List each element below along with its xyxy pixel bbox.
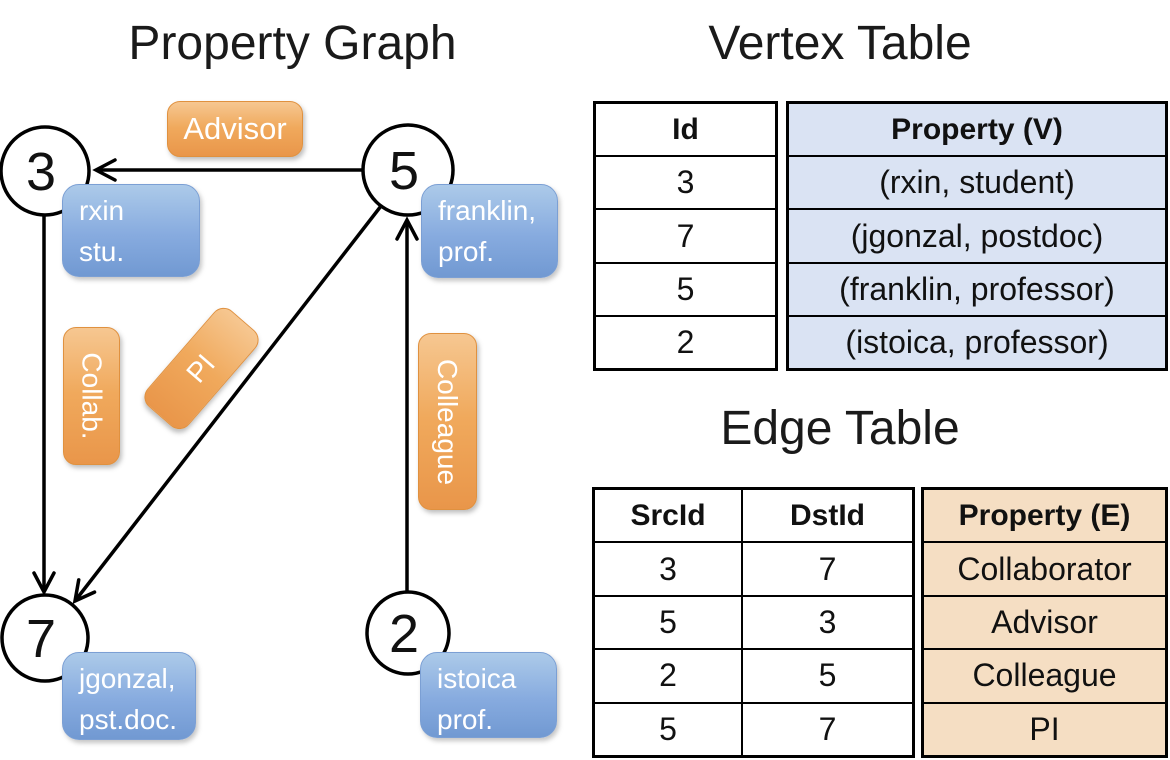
- vertex-property-franklin-line2: prof.: [438, 235, 495, 267]
- table-cell: PI: [924, 701, 1165, 755]
- table-cell: 3: [659, 550, 677, 587]
- table-cell: 3: [596, 155, 775, 208]
- vertex-node-7-label: 7: [26, 609, 56, 669]
- table-cell: 2: [596, 314, 775, 368]
- edge-table-dst-header: DstId: [741, 490, 912, 542]
- table-cell: 2: [659, 657, 677, 694]
- table-cell: 7: [596, 208, 775, 261]
- vertex-property-rxin-line2: stu.: [79, 235, 125, 267]
- edge-table-id-columns: SrcId DstId 3 7 5 3 2 5 5 7: [592, 487, 915, 758]
- edge-table-property-column: Property (E) Collaborator Advisor Collea…: [921, 487, 1168, 758]
- edge-label-collab-text: Collab.: [76, 352, 108, 440]
- vertex-property-jgonzal-line2: pst.doc.: [79, 703, 178, 735]
- vertex-node-5-label: 5: [389, 141, 419, 201]
- table-cell: 3: [741, 596, 912, 649]
- edge-label-collab: Collab.: [63, 327, 120, 465]
- vertex-property-rxin-line1: rxin: [79, 195, 125, 226]
- table-cell: 5: [741, 650, 912, 702]
- table-cell: 5: [659, 604, 677, 641]
- edge-label-colleague: Colleague: [418, 333, 477, 510]
- edge-table-property-header: Property (E): [958, 498, 1131, 532]
- vertex-property-franklin: franklin, prof.: [421, 184, 558, 278]
- vertex-property-jgonzal: jgonzal, pst.doc.: [62, 652, 196, 740]
- table-cell: (franklin, professor): [789, 261, 1165, 315]
- vertex-table-property-header: Property (V): [891, 112, 1063, 146]
- table-cell: (jgonzal, postdoc): [789, 208, 1165, 261]
- vertex-node-3-label: 3: [26, 142, 56, 202]
- table-cell: Collaborator: [924, 541, 1165, 594]
- property-graph-title: Property Graph: [128, 17, 457, 70]
- vertex-property-jgonzal-line1: jgonzal,: [79, 663, 176, 694]
- vertex-table-id-header: Id: [672, 112, 699, 146]
- table-cell: (istoica, professor): [789, 314, 1165, 368]
- vertex-table-title: Vertex Table: [708, 17, 972, 70]
- table-cell: 5: [659, 710, 677, 747]
- vertex-node-2-label: 2: [389, 604, 419, 664]
- table-cell: Colleague: [924, 648, 1165, 701]
- edge-table-title: Edge Table: [720, 402, 960, 455]
- table-cell: (rxin, student): [789, 155, 1165, 208]
- edge-label-colleague-text: Colleague: [432, 358, 464, 485]
- edge-label-pi-text: PI: [180, 348, 222, 389]
- table-cell: Advisor: [924, 594, 1165, 648]
- vertex-property-istoica: istoica prof.: [420, 652, 557, 738]
- vertex-property-franklin-line1: franklin,: [438, 195, 537, 226]
- edge-label-advisor-text: Advisor: [183, 111, 287, 146]
- edge-pi-5-to-7: [72, 204, 383, 604]
- vertex-property-rxin: rxin stu.: [62, 184, 200, 277]
- vertex-table-property-column: Property (V) (rxin, student) (jgonzal, p…: [786, 101, 1168, 371]
- table-cell: 5: [596, 261, 775, 315]
- edge-table-src-header: SrcId: [630, 498, 706, 532]
- edge-label-advisor: Advisor: [167, 101, 303, 157]
- table-cell: 7: [741, 703, 912, 756]
- table-cell: 7: [741, 543, 912, 595]
- vertex-property-istoica-line2: prof.: [437, 703, 494, 735]
- vertex-property-istoica-line1: istoica: [437, 663, 517, 694]
- vertex-table-id-column: Id 3 7 5 2: [593, 101, 778, 371]
